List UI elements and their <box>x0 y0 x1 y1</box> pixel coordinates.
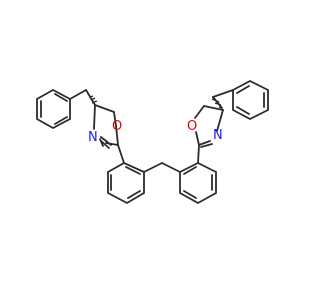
left-benzyl-ch2-bonds <box>69 89 96 106</box>
right-imine-double-bond <box>200 143 213 148</box>
right-oxazoline-ring <box>194 105 224 146</box>
left-stereo-hash-wedge <box>89 95 98 104</box>
left-benzyl-phenyl-ring <box>36 88 71 130</box>
right-aryl-ring <box>179 161 217 205</box>
chemical-structure-diagram: O N O N <box>36 79 269 205</box>
left-oxazoline-oxygen-label: O <box>112 119 122 134</box>
left-oxazoline-aryl-bond <box>117 144 125 164</box>
right-oxazoline-aryl-bond <box>197 144 200 164</box>
right-oxazoline-oxygen-label: O <box>187 119 197 134</box>
left-imine-double-bond <box>100 136 112 149</box>
left-oxazoline-ring <box>93 104 119 147</box>
left-oxazoline-nitrogen-label: N <box>88 130 98 145</box>
left-aryl-ring <box>107 161 145 205</box>
right-benzyl-phenyl-ring <box>232 79 269 121</box>
methylene-bridge-bonds <box>143 162 181 173</box>
right-oxazoline-nitrogen-label: N <box>213 128 223 143</box>
right-benzyl-ch2-bonds <box>212 89 234 109</box>
